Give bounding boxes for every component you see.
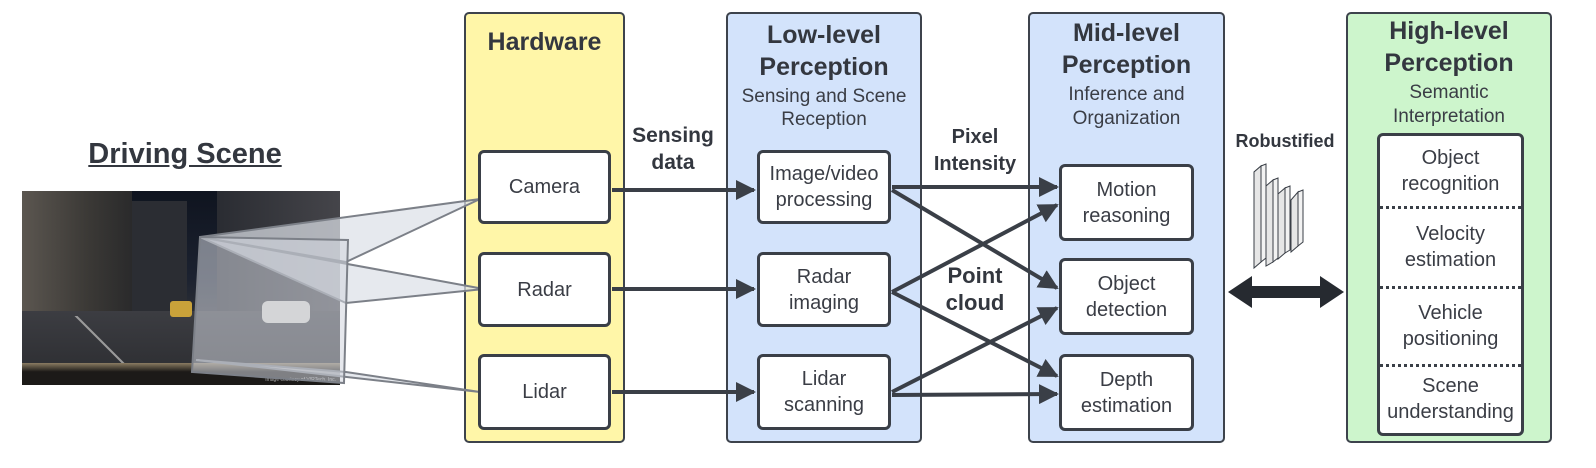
panel-high-level-subtitle-1: Semantic	[1409, 82, 1489, 103]
panel-low-level-subtitle-1: Sensing and Scene	[741, 86, 907, 107]
high-level-item-velocity-estimation[interactable]: Velocity estimation	[1404, 223, 1497, 271]
panel-hardware-title: Hardware	[487, 28, 602, 56]
panel-low-level-subtitle-2: Reception	[781, 109, 867, 130]
panel-high-level-title-2: Perception	[1384, 49, 1514, 77]
double-arrow-icon[interactable]	[1228, 276, 1344, 308]
panel-low-level-title-1: Low-level	[767, 21, 881, 49]
label-pixel-intensity: Pixel Intensity	[922, 124, 1028, 178]
divider	[1380, 364, 1521, 367]
node-motion-reasoning[interactable]: Motion reasoning	[1059, 164, 1194, 241]
label-robustified: Robustified	[1235, 131, 1335, 151]
node-object-detection[interactable]: Object detection	[1059, 258, 1194, 335]
building-left-far	[132, 201, 187, 311]
sensor-fov-cones	[190, 198, 485, 393]
arrow-radar-to-motion	[891, 203, 1059, 294]
node-radar-imaging[interactable]: Radar imaging	[757, 252, 891, 327]
panel-low-level-title-2: Perception	[759, 53, 889, 81]
panel-mid-level-title-1: Mid-level	[1073, 19, 1180, 47]
arrow-lidar-to-object	[891, 306, 1059, 394]
high-level-item-vehicle-positioning[interactable]: Vehicle positioning	[1402, 302, 1499, 350]
label-sensing-data: Sensing data	[632, 124, 714, 174]
node-lidar-scanning[interactable]: Lidar scanning	[757, 354, 891, 430]
building-left	[22, 191, 132, 316]
node-depth-estimation[interactable]: Depth estimation	[1059, 354, 1194, 431]
high-level-task-list: Object recognition Velocity estimation V…	[1377, 133, 1524, 436]
neural-network-layers-icon	[1253, 163, 1304, 270]
high-level-item-scene-understanding[interactable]: Scene understanding	[1387, 375, 1514, 423]
divider	[1380, 206, 1521, 209]
node-image-video-processing[interactable]: Image/video processing	[757, 150, 891, 224]
panel-high-level-title-1: High-level	[1389, 17, 1509, 45]
node-lidar[interactable]: Lidar	[478, 354, 611, 430]
node-radar[interactable]: Radar	[478, 252, 611, 327]
arrow-radar-to-depth	[891, 290, 1059, 378]
driving-scene-title: Driving Scene	[88, 138, 282, 170]
node-camera[interactable]: Camera	[478, 150, 611, 224]
panel-mid-level-subtitle-2: Organization	[1072, 108, 1181, 129]
panel-mid-level-title-2: Perception	[1061, 51, 1192, 79]
sensor-frustum	[190, 235, 350, 385]
divider	[1380, 286, 1521, 289]
label-point-cloud: Point cloud	[945, 263, 1005, 315]
arrow-lidar-to-depth	[891, 384, 1059, 405]
high-level-item-object-recognition[interactable]: Object recognition	[1401, 147, 1500, 195]
arrow-image-to-object	[890, 188, 1059, 290]
panel-mid-level-subtitle-1: Inference and	[1068, 84, 1185, 105]
car-ahead	[170, 301, 192, 317]
panel-high-level-subtitle-2: Interpretation	[1393, 106, 1505, 127]
